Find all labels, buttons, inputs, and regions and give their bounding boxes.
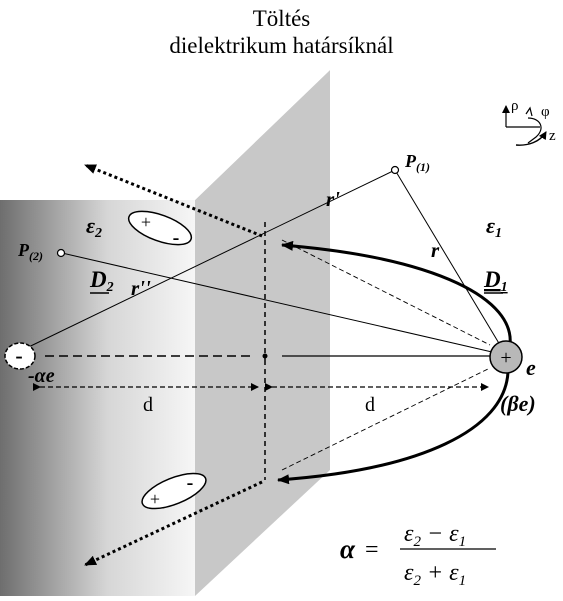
dipole-upper <box>127 210 193 246</box>
d1-label: D1 <box>483 267 508 295</box>
coordinate-axes-icon: ρ φ z <box>502 98 556 146</box>
formula-numerator: ε2−ε1 <box>404 521 466 550</box>
point-p1 <box>390 165 400 175</box>
r-prime-label: r' <box>326 187 340 211</box>
charge-e-label: e <box>526 355 536 380</box>
d2-label: D2 <box>89 267 114 295</box>
image-charge-label: -αe <box>28 365 55 387</box>
dipole-lower-plus: + <box>150 489 160 509</box>
p1-label: P(1) <box>404 151 430 174</box>
distance-left-label: d <box>143 394 153 416</box>
point-p2 <box>56 248 66 258</box>
line-dash-lower <box>281 367 491 471</box>
beta-e-label: (βe) <box>500 391 536 416</box>
r-dprime-label: r'' <box>131 276 151 300</box>
p2-label: P(2) <box>17 240 43 263</box>
formula-denominator: ε2+ε1 <box>404 560 466 589</box>
dipole-lower-minus: - <box>187 472 194 494</box>
title-line-2: dielektrikum határsíknál <box>169 33 394 58</box>
r-label: r <box>431 238 440 262</box>
charge-e <box>489 340 523 374</box>
plane-center-dot <box>262 353 268 359</box>
dipole-upper-minus: - <box>173 227 180 249</box>
charge-plus-sign: + <box>500 347 511 369</box>
block-top-face <box>0 70 330 200</box>
phi-label: φ <box>541 104 550 120</box>
distance-right-label: d <box>365 394 375 416</box>
dipole-lower <box>141 472 207 510</box>
z-label: z <box>549 128 556 144</box>
field-dotted-lower <box>84 480 263 567</box>
image-charge <box>4 342 36 370</box>
rho-label: ρ <box>511 98 519 114</box>
block-side-face <box>195 70 330 596</box>
title-line-1: Töltés <box>252 6 311 31</box>
field-curve-lower <box>277 371 510 485</box>
dipole-upper-plus: + <box>141 212 151 232</box>
line-dash-upper <box>281 239 491 346</box>
alpha-formula: α = ε2−ε1 ε2+ε1 <box>340 521 496 589</box>
line-r-dprime <box>61 252 493 353</box>
line-r <box>394 169 501 346</box>
eps1-label: ε1 <box>486 213 502 241</box>
field-dotted-upper <box>84 163 263 238</box>
field-curve-upper <box>281 240 512 346</box>
line-r-prime <box>9 169 396 357</box>
image-minus-sign: - <box>15 343 22 368</box>
formula-alpha: α <box>340 534 356 564</box>
eps2-label: ε2 <box>86 213 102 241</box>
formula-equals: = <box>365 537 379 563</box>
